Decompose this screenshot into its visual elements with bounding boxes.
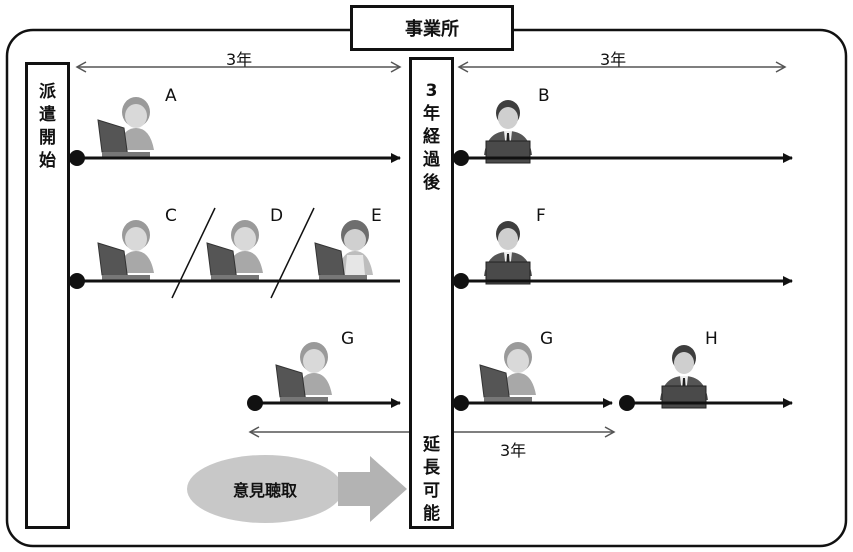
extension-possible-char: 可 (423, 481, 440, 501)
worker-f-figure (483, 220, 533, 285)
after-three-years-char: 後 (423, 173, 440, 193)
opinion-hearing-label: 意見聴取 (232, 481, 297, 500)
worker-g2-label: G (540, 329, 554, 349)
dispatch-start-char: 派 (39, 82, 56, 102)
worker-c-figure (97, 219, 155, 282)
period-label-bottom: 3年 (500, 441, 527, 460)
worker-g1-label: G (341, 329, 355, 349)
period-label-top-left: 3年 (226, 50, 253, 69)
worker-d-label: D (270, 206, 284, 226)
after-three-years-box: 3 年 経 過 後 延 長 可 能 (409, 57, 454, 529)
period-label-top-right: 3年 (600, 50, 627, 69)
after-three-years-char: 3 (425, 81, 438, 101)
worker-h-label: H (705, 329, 718, 349)
dispatch-start-char: 遣 (39, 105, 56, 125)
worker-h-figure (659, 344, 709, 409)
timeline-row-3 (247, 341, 793, 411)
extension-possible-char: 能 (423, 504, 440, 524)
worker-f-label: F (536, 206, 546, 226)
after-three-years-char: 経 (423, 127, 440, 147)
worker-a-figure (97, 96, 155, 159)
worker-b-label: B (538, 86, 550, 106)
worker-d-figure (206, 219, 264, 282)
extension-possible-char: 延 (423, 435, 440, 455)
after-three-years-char: 年 (423, 104, 440, 124)
extension-possible-char: 長 (423, 458, 440, 478)
timeline-row-1 (69, 96, 793, 166)
worker-e-figure (314, 219, 374, 282)
dispatch-start-char: 開 (39, 128, 56, 148)
opinion-bubble-shape (187, 455, 343, 523)
period-arrow-top-left (75, 61, 402, 73)
worker-e-label: E (371, 206, 382, 226)
office-title: 事業所 (350, 5, 514, 51)
dispatch-start-box: 派 遣 開 始 (25, 62, 70, 529)
worker-g1-figure (275, 341, 333, 404)
worker-b-figure (483, 99, 533, 164)
dispatch-start-char: 始 (39, 151, 56, 171)
period-arrow-top-right (457, 61, 787, 73)
after-three-years-char: 過 (423, 150, 440, 170)
worker-g2-figure (479, 341, 537, 404)
timeline-row-2 (69, 207, 793, 299)
opinion-arrow (338, 456, 407, 522)
worker-c-label: C (165, 206, 177, 226)
worker-a-label: A (165, 86, 177, 106)
